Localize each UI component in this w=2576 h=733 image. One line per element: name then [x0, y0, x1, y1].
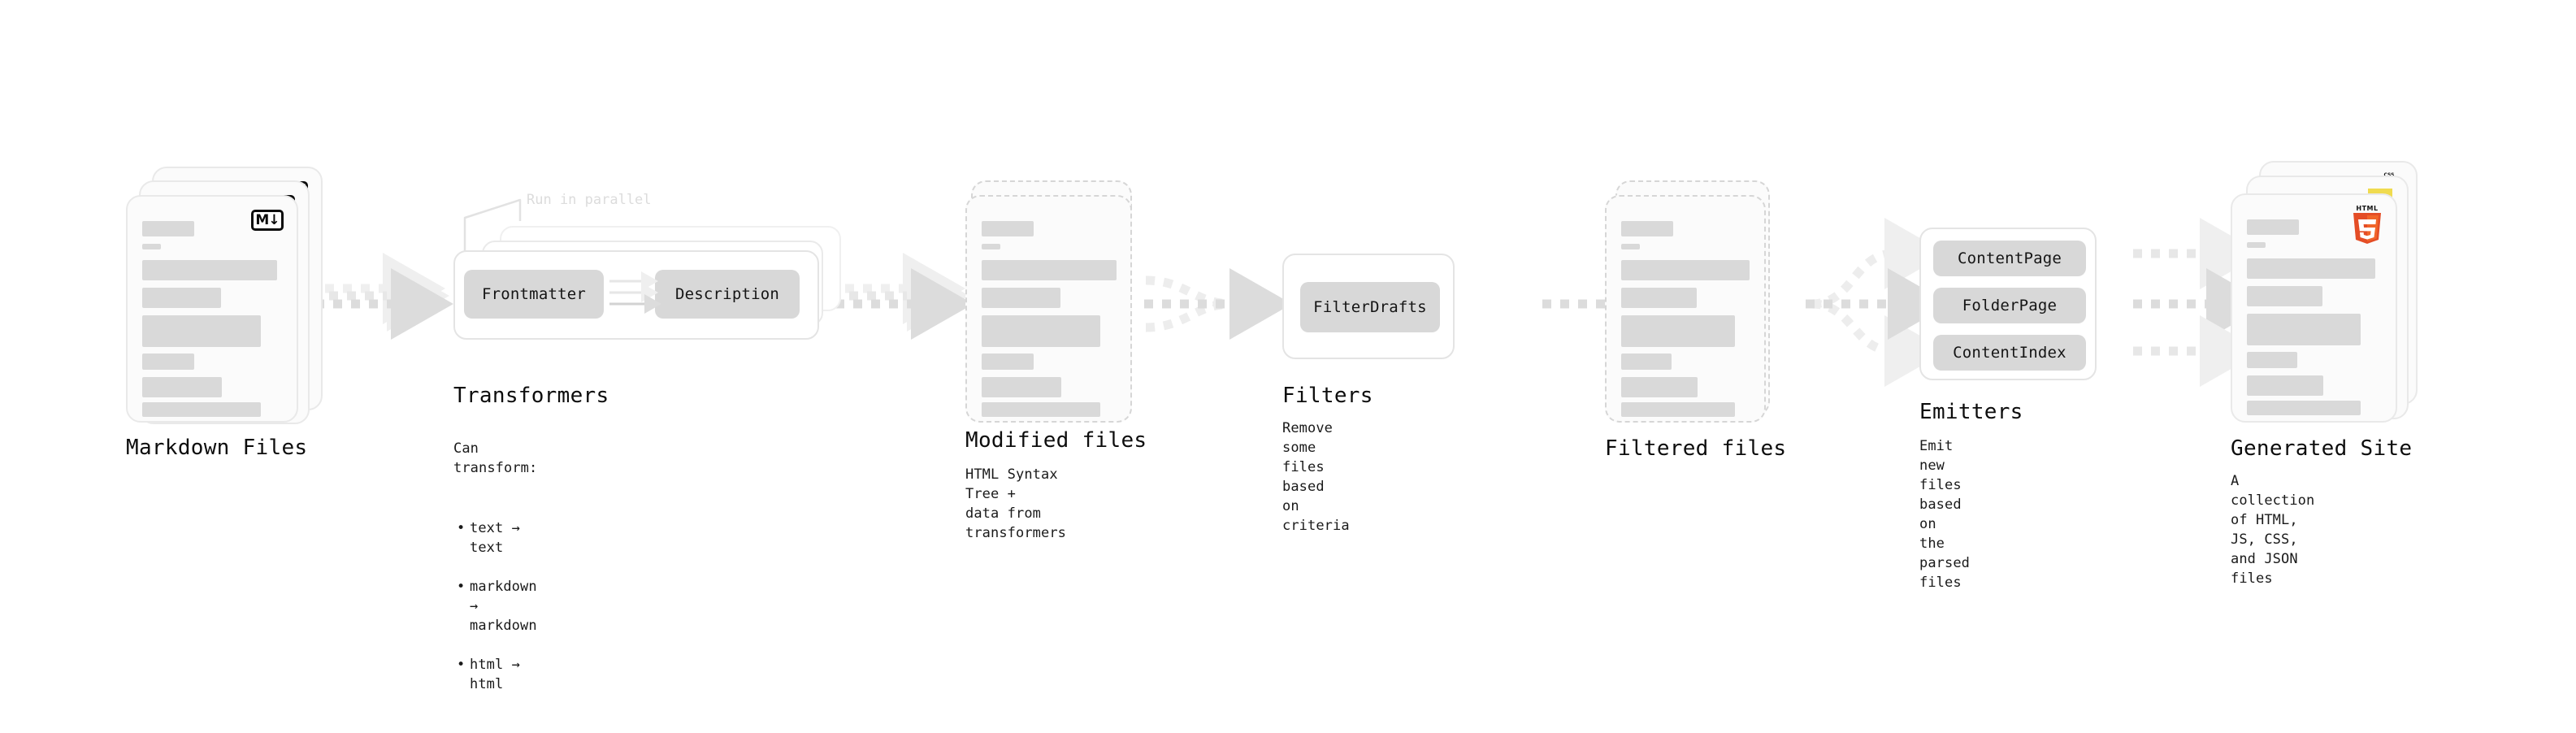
transformers-bullet-0: text → text — [457, 518, 537, 557]
filters-group: FilterDrafts — [1282, 254, 1455, 359]
transformers-subtitle: Can transform: — [453, 440, 538, 476]
parallel-bracket — [463, 198, 522, 268]
css-badge-label: CSS — [2384, 173, 2395, 178]
skeleton-line — [1621, 260, 1750, 280]
skeleton-line — [2247, 314, 2361, 345]
filters-title: Filters — [1282, 384, 1373, 408]
html5-badge-word: HTML — [2356, 205, 2379, 212]
skeleton-line — [142, 315, 261, 347]
skeleton-line — [142, 244, 161, 249]
markdown-badge-glyph: M↓ — [255, 211, 280, 228]
emitter-chip-contentpage[interactable]: ContentPage — [1933, 241, 2086, 276]
skeleton-line — [982, 288, 1060, 308]
skeleton-line — [2247, 286, 2322, 306]
skeleton-line — [142, 377, 222, 397]
emitter-chip-contentindex[interactable]: ContentIndex — [1933, 335, 2086, 371]
filter-chip-filterdrafts[interactable]: FilterDrafts — [1300, 282, 1440, 332]
arrow-markdown-to-transformers — [307, 253, 453, 340]
generated-site-subtitle: A collection of HTML, JS, CSS, and JSON … — [2231, 473, 2315, 587]
skeleton-line — [2247, 219, 2299, 235]
modified-files-subtitle: HTML Syntax Tree + data from transformer… — [965, 466, 1067, 541]
skeleton-line — [982, 315, 1100, 347]
generated-site-title: Generated Site — [2231, 436, 2413, 461]
modified-files-title: Modified files — [965, 428, 1147, 453]
emitter-chip-folderpage[interactable]: FolderPage — [1933, 288, 2086, 323]
run-in-parallel-label: Run in parallel — [527, 192, 652, 208]
emitters-subtitle: Emit new files based on the parsed files — [1919, 438, 1971, 591]
skeleton-line — [1621, 221, 1673, 236]
filters-subtitle: Remove some files based on criteria — [1282, 420, 1350, 534]
transformers-subtitle-block: Can transform: text → text markdown → ma… — [453, 419, 537, 733]
skeleton-line — [2247, 352, 2297, 368]
html5-shield — [2353, 213, 2381, 244]
skeleton-line — [1621, 315, 1735, 347]
arrow-layer — [307, 198, 2269, 387]
markdown-files-title: Markdown Files — [126, 436, 308, 460]
emitters-group: ContentPage FolderPage ContentIndex — [1919, 228, 2097, 380]
transformers-bullet-1: markdown → markdown — [457, 577, 537, 635]
filtered-files-title: Filtered files — [1605, 436, 1787, 461]
transformers-title: Transformers — [453, 384, 609, 408]
transformer-group-front: Frontmatter Description — [453, 250, 819, 340]
skeleton-line — [982, 244, 1000, 249]
skeleton-line — [142, 402, 261, 417]
transformer-chip-description[interactable]: Description — [655, 270, 800, 319]
modified-card-front — [965, 195, 1132, 423]
skeleton-line — [982, 377, 1061, 397]
filtered-card-front — [1605, 195, 1766, 423]
arrow-filtered-to-emitters — [1806, 218, 1950, 387]
markdown-card-front: M↓ — [126, 195, 298, 423]
skeleton-line — [142, 221, 194, 236]
skeleton-line — [1621, 353, 1672, 370]
skeleton-line — [142, 260, 277, 280]
pipeline-diagram: M↓ M↓ M↓ Markdown Files Run in paralle — [0, 0, 2576, 681]
skeleton-line — [142, 288, 221, 308]
skeleton-line — [142, 353, 194, 370]
skeleton-line — [2247, 401, 2361, 415]
skeleton-line — [982, 260, 1117, 280]
arrow-emitters-to-site — [2133, 218, 2269, 387]
skeleton-line — [2247, 375, 2323, 396]
site-card-front: HTML — [2231, 193, 2397, 423]
arrow-modified-to-filters — [1144, 268, 1292, 340]
skeleton-line — [1621, 402, 1735, 417]
transformer-inner-arrows — [609, 271, 661, 314]
transformers-bullets: text → text markdown → markdown html → h… — [453, 499, 537, 713]
html5-badge-icon: HTML — [2352, 205, 2383, 244]
skeleton-line — [1621, 288, 1697, 308]
transformers-bullet-2: html → html — [457, 655, 537, 694]
skeleton-line — [1621, 244, 1640, 249]
skeleton-line — [2247, 258, 2375, 279]
emitters-title: Emitters — [1919, 400, 2023, 424]
skeleton-line — [982, 221, 1034, 236]
transformer-chip-frontmatter[interactable]: Frontmatter — [464, 270, 604, 319]
markdown-badge-icon: M↓ — [251, 210, 284, 231]
arrow-transformers-to-modified — [827, 253, 974, 340]
skeleton-line — [1621, 377, 1698, 397]
skeleton-line — [2247, 242, 2266, 248]
skeleton-line — [982, 353, 1034, 370]
skeleton-line — [982, 402, 1100, 417]
